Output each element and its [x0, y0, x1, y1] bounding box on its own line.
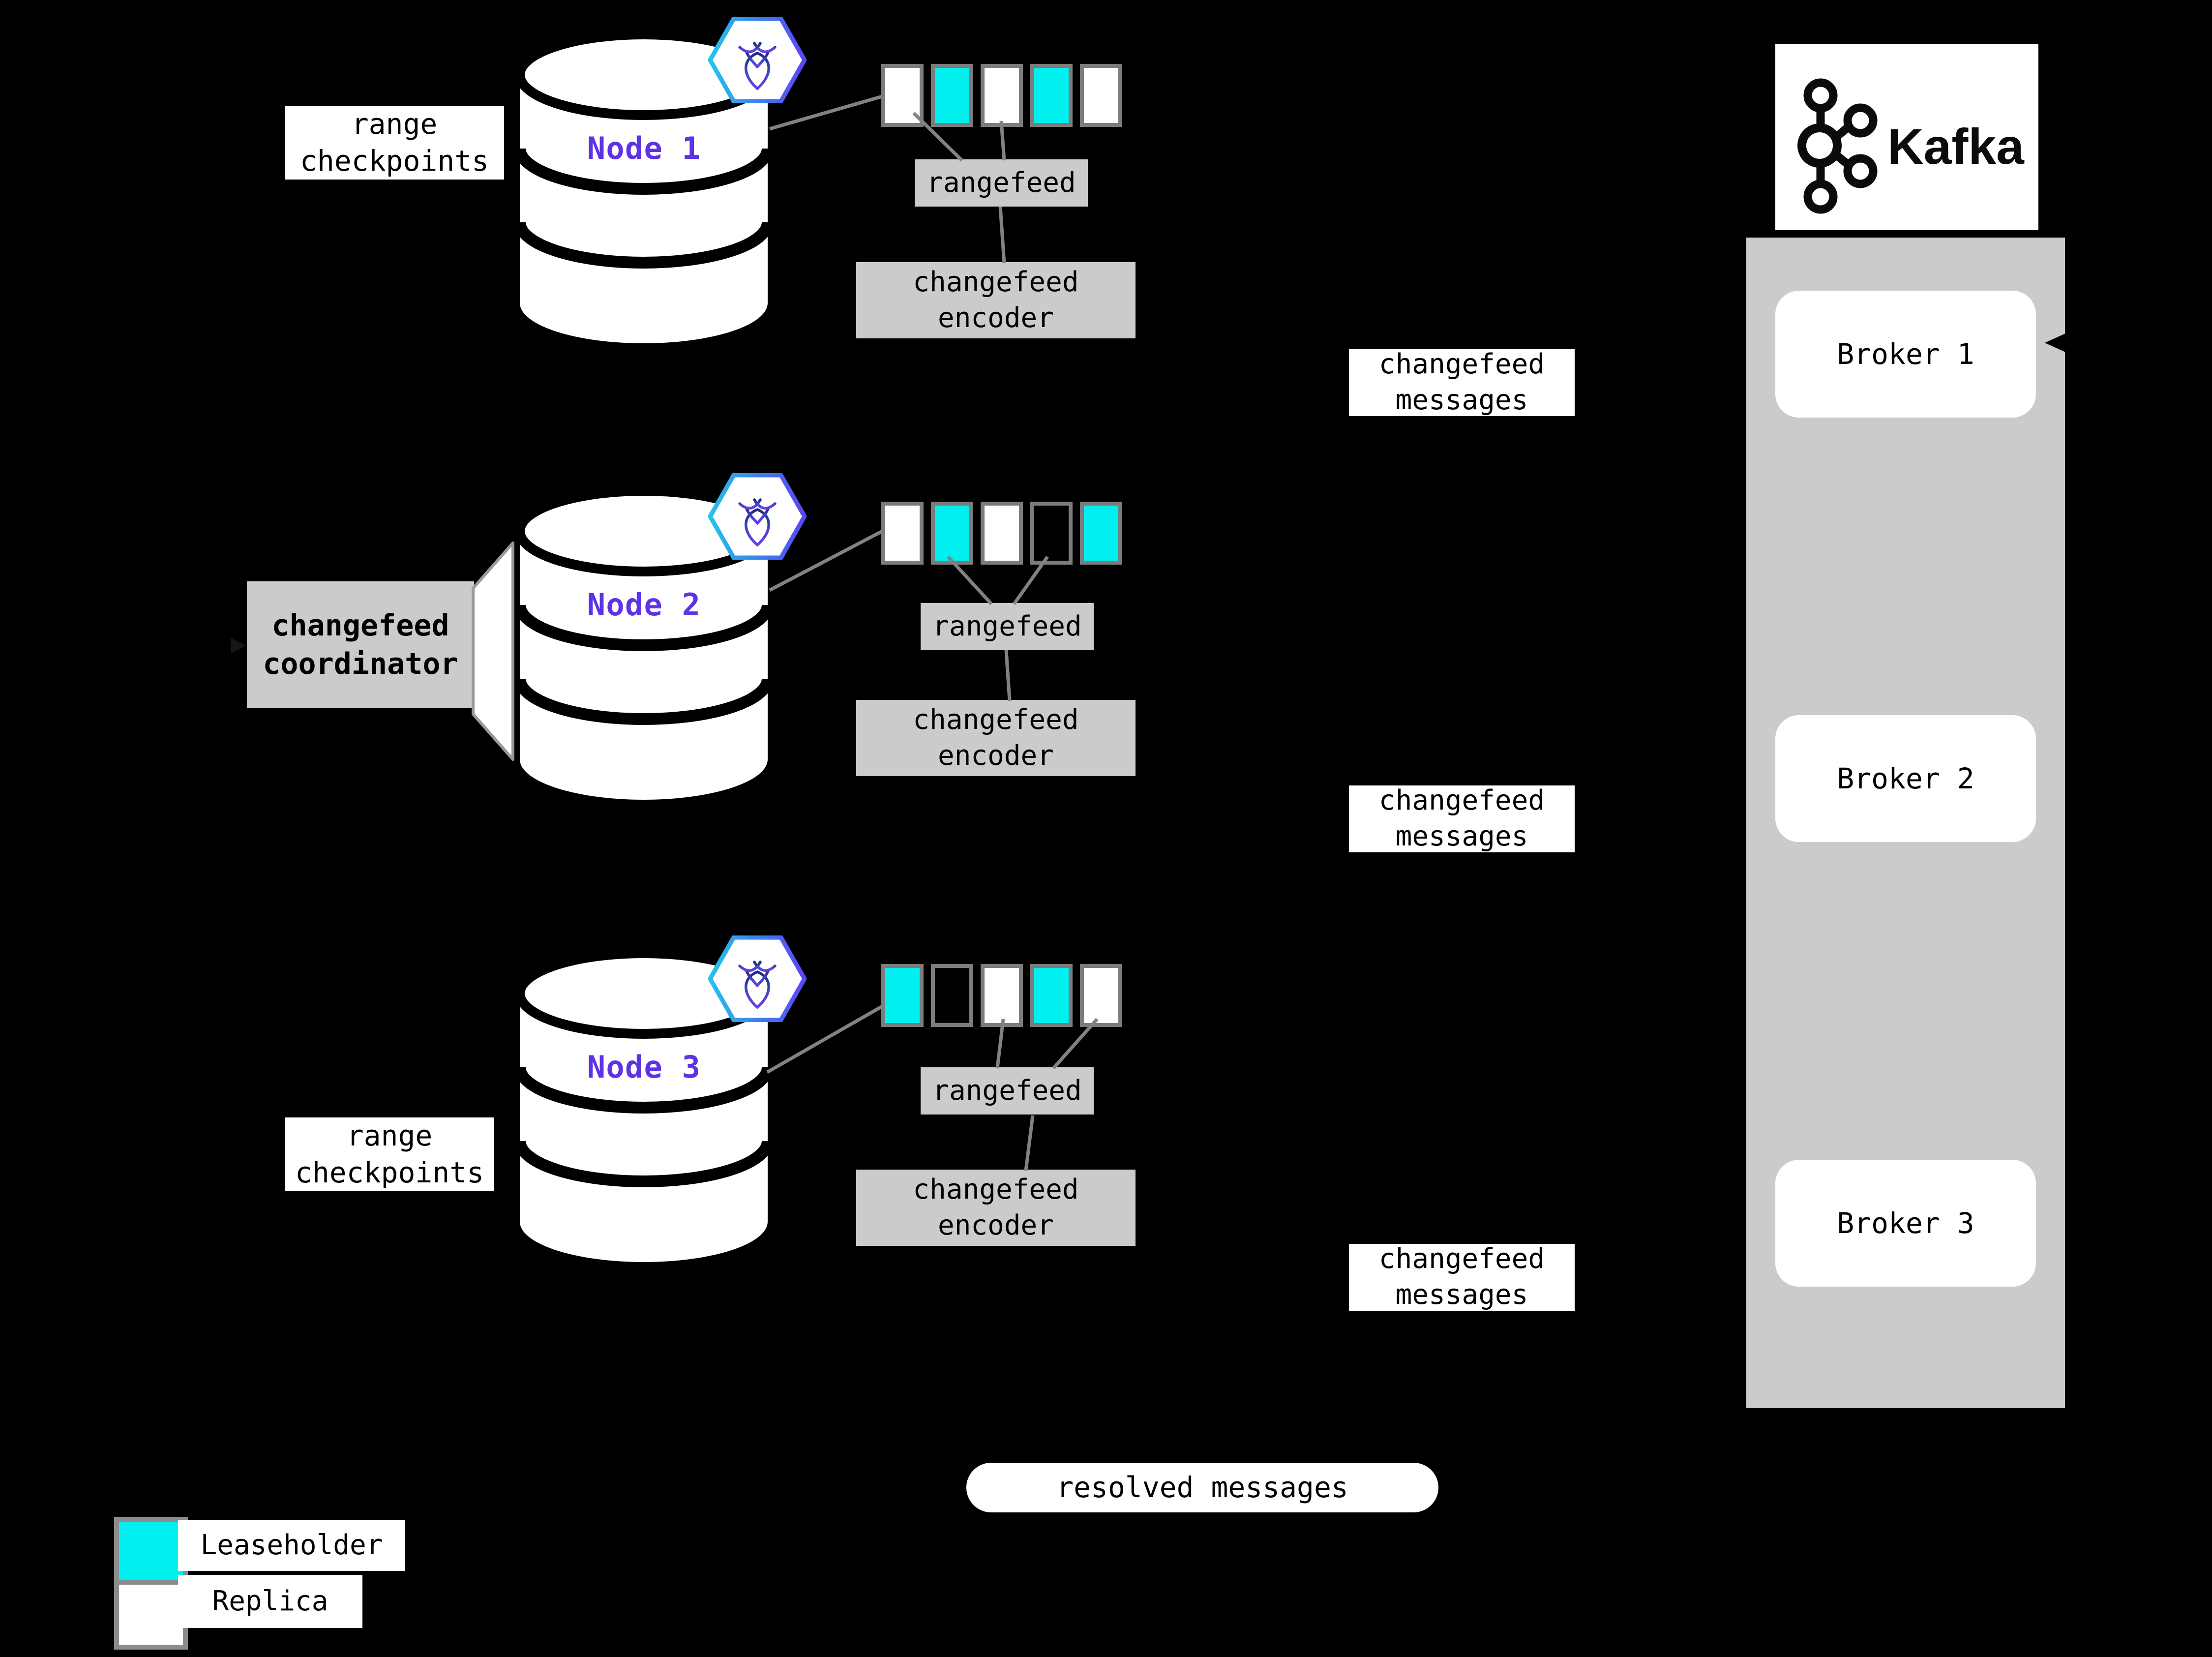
node-3-range-4: [1030, 964, 1073, 1027]
messages-line1: changefeed: [1378, 348, 1545, 381]
broker-2: Broker 2: [1775, 715, 2036, 842]
kafka-logo-box: Kafka: [1775, 44, 2038, 230]
messages-line1: changefeed: [1378, 784, 1545, 817]
node-1-database-cylinder-icon: [515, 30, 773, 343]
encoder-line1: changefeed: [913, 1173, 1079, 1205]
messages-line2: messages: [1395, 820, 1528, 852]
resolved-messages-text: resolved messages: [1056, 1470, 1348, 1504]
range-checkpoints-line1: range: [346, 1118, 433, 1152]
rangefeed-box-node-1: rangefeed: [915, 159, 1088, 207]
messages-line2: messages: [1395, 384, 1528, 416]
changefeed-messages-label-3: changefeed messages: [1349, 1243, 1575, 1311]
node-1-cockroachdb-logo-icon: [708, 17, 807, 103]
legend-replica-text: Replica: [212, 1585, 329, 1617]
broker-1: Broker 1: [1775, 291, 2036, 418]
node-3-range-3: [981, 964, 1023, 1027]
encoder-line1: changefeed: [913, 703, 1079, 736]
changefeed-messages-label-1: changefeed messages: [1349, 348, 1575, 416]
node-2-label: Node 2: [587, 587, 701, 623]
encoder-line2: encoder: [937, 1209, 1054, 1241]
node-1-range-1: [881, 64, 924, 127]
node-2-range-3: [981, 502, 1023, 565]
range-checkpoints-label-node-1: range checkpoints: [285, 106, 504, 180]
node-1-label: Node 1: [587, 130, 701, 166]
range-checkpoints-label-node-3: range checkpoints: [285, 1117, 494, 1191]
resolved-messages-label: resolved messages: [966, 1463, 1438, 1512]
coordinator-arrowhead-icon: [231, 638, 246, 654]
node-1-range-5: [1080, 64, 1122, 127]
coordinator-flag-icon: [472, 542, 514, 761]
encoder-line2: encoder: [937, 301, 1054, 334]
rangefeed-label: rangefeed: [932, 1074, 1082, 1107]
legend-replica-swatch: [114, 1580, 188, 1650]
node-1-range-4: [1030, 64, 1073, 127]
node-2-range-5: [1080, 502, 1122, 565]
range-checkpoints-line2: checkpoints: [295, 1156, 484, 1189]
node-2-range-1: [881, 502, 924, 565]
encoder-line1: changefeed: [913, 266, 1079, 298]
coordinator-line1: changefeed: [271, 608, 449, 643]
node-3-label: Node 3: [587, 1049, 701, 1085]
range-checkpoints-line1: range: [351, 107, 438, 141]
broker-3-label: Broker 3: [1837, 1206, 1974, 1240]
changefeed-messages-label-2: changefeed messages: [1349, 784, 1575, 852]
rangefeed-box-node-3: rangefeed: [921, 1067, 1094, 1115]
node-3-range-2: [931, 964, 973, 1027]
node-2-range-4: [1030, 502, 1073, 565]
rangefeed-box-node-2: rangefeed: [921, 603, 1094, 650]
messages-line1: changefeed: [1378, 1243, 1545, 1275]
broker-3: Broker 3: [1775, 1160, 2036, 1287]
rangefeed-label: rangefeed: [927, 166, 1076, 199]
changefeed-encoder-box-node-3: changefeed encoder: [856, 1170, 1136, 1246]
node-2-database-cylinder-icon: [515, 486, 773, 800]
legend-replica-label: Replica: [178, 1575, 362, 1628]
broker-2-label: Broker 2: [1837, 762, 1974, 795]
node-1-range-3: [981, 64, 1023, 127]
kafka-wordmark: Kafka: [1887, 119, 2025, 175]
legend-leaseholder-swatch: [114, 1517, 188, 1590]
node-2-range-2: [931, 502, 973, 565]
rangefeed-label: rangefeed: [932, 610, 1082, 642]
coordinator-line2: coordinator: [263, 647, 458, 681]
changefeed-coordinator-box: changefeed coordinator: [247, 581, 474, 708]
node-3-range-5: [1080, 964, 1122, 1027]
legend-leaseholder-label: Leaseholder: [178, 1520, 405, 1571]
messages-line2: messages: [1395, 1279, 1528, 1311]
node-1-range-2: [931, 64, 973, 127]
node-3-range-1: [881, 964, 924, 1027]
node-3-cockroachdb-logo-icon: [708, 935, 807, 1022]
broker-1-label: Broker 1: [1837, 337, 1974, 371]
node-2-cockroachdb-logo-icon: [708, 473, 807, 560]
encoder-line2: encoder: [937, 739, 1054, 772]
kafka-logo-icon: Kafka: [1797, 78, 2025, 214]
legend-leaseholder-text: Leaseholder: [200, 1529, 383, 1561]
changefeed-encoder-box-node-1: changefeed encoder: [856, 262, 1136, 338]
changefeed-encoder-box-node-2: changefeed encoder: [856, 700, 1136, 776]
range-checkpoints-line2: checkpoints: [299, 144, 489, 178]
